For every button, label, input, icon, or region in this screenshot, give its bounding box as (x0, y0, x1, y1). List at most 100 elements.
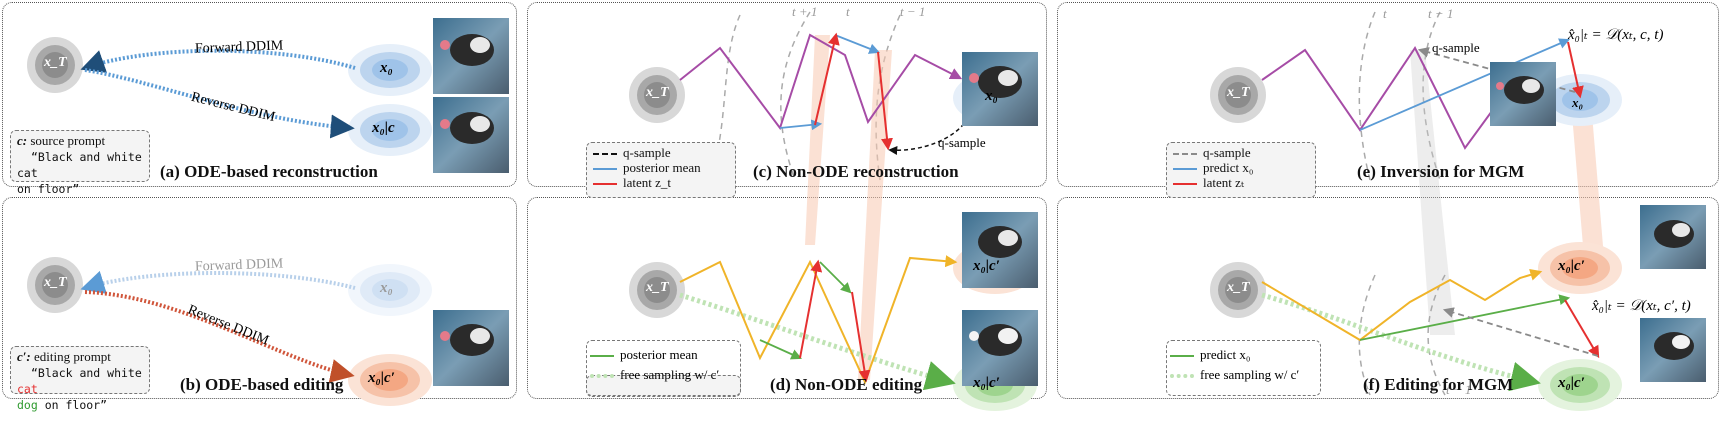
caption-d: (d) Non-ODE editing (770, 375, 923, 394)
latent-arrow-c-2 (877, 51, 893, 151)
node-label-x0c-b: x₀|c′ (368, 370, 395, 386)
qsample-label-c: q-sample (938, 135, 986, 150)
photo-d-bottom (962, 310, 1038, 386)
node-label-xT-e: x_T (1227, 85, 1250, 100)
trajectory-orange-f (1261, 269, 1543, 342)
timestep-line-t-minus-1-f (1427, 274, 1446, 396)
legend-b-prompt-2a: dog (17, 398, 38, 412)
reverse-ddim-arrow-b (84, 290, 355, 383)
qsample-label-e: q-sample (1432, 40, 1480, 55)
link-band-c-d-1 (805, 35, 830, 245)
timestep-label-t-f: t (1365, 382, 1369, 397)
posterior-mean-arrow-d-2 (819, 261, 852, 294)
timestep-label-t-plus-1-c: t + 1 (792, 4, 818, 19)
formula-e: x̂₀|ₜ = 𝒟(xₜ, c, t) (1568, 27, 1664, 43)
caption-c: (c) Non-ODE reconstruction (753, 162, 959, 181)
timestep-line-t-e (1358, 11, 1376, 181)
panel-b-graphics (27, 257, 432, 406)
node-label-xT-d: x_T (646, 280, 669, 295)
photo-b (433, 310, 509, 386)
posterior-mean-arrow-c-1 (779, 119, 823, 131)
legend-e-item-predict: predict x₀ (1173, 160, 1309, 175)
node-label-xT-f: x_T (1227, 280, 1250, 295)
legend-d-item-posterior-mean: posterior mean (590, 346, 698, 364)
legend-d-item-free-sampling: free sampling w/ c′ (590, 366, 719, 384)
legend-f-item-free-sampling: free sampling w/ c′ (1170, 366, 1299, 384)
forward-ddim-arrow-b (80, 270, 356, 294)
legend-b-prompt-1a: “Black and white (31, 366, 142, 380)
photo-thumbnails (433, 18, 1706, 386)
node-label-x0c-a: x₀|c (372, 120, 395, 136)
node-label-x0c-orange-d: x₀|c′ (973, 258, 1000, 274)
legend-c-item-qsample: q-sample (593, 145, 729, 160)
panel-f-graphics (1210, 242, 1622, 411)
forward-ddim-arrow-a (80, 48, 356, 73)
legend-e-item-latent: latent zₜ (1173, 175, 1309, 190)
node-label-xT-b: x_T (44, 275, 67, 290)
posterior-mean-arrow-c-2 (834, 34, 881, 54)
legend-a-title: source prompt (30, 133, 106, 148)
photo-f-bottom (1640, 318, 1706, 382)
caption-b: (b) ODE-based editing (180, 375, 344, 394)
caption-e: (e) Inversion for MGM (1357, 162, 1525, 181)
legend-a-sym: c: (17, 133, 28, 148)
qsample-arrow-f (1442, 307, 1599, 357)
legend-e: q-sample predict x₀ latent zₜ (1166, 142, 1316, 198)
node-label-xT-c: x_T (646, 85, 669, 100)
panel-e-graphics (1210, 11, 1622, 335)
legend-b-prompt-2b: on floor” (37, 398, 108, 412)
node-label-x0c-orange-f: x₀|c′ (1558, 258, 1585, 274)
timestep-label-t-e: t (1383, 6, 1387, 21)
caption-a: (a) ODE-based reconstruction (160, 162, 378, 181)
panel-a-graphics (27, 37, 432, 156)
node-label-x0-e: x₀ (1572, 95, 1584, 110)
posterior-mean-arrow-d-1 (759, 339, 802, 360)
formula-f: x̂₀|ₜ = 𝒟(xₜ, c′, t) (1592, 298, 1691, 314)
legend-b-sym: c′: (17, 349, 31, 364)
photo-a-top (433, 18, 509, 94)
photo-f-top (1640, 205, 1706, 269)
timestep-label-t-minus-1-c: t − 1 (900, 4, 926, 19)
legend-c-item-posterior: posterior mean (593, 160, 729, 175)
timestep-line-t-minus-1-e (1422, 11, 1441, 181)
legend-c: q-sample posterior mean latent z_t (586, 142, 736, 198)
legend-f-item-predict: predict x₀ (1170, 346, 1250, 364)
forward-ddim-label-b: Forward DDIM (194, 256, 284, 275)
legend-b-title: editing prompt (34, 349, 111, 364)
legend-c-item-latent: latent z_t (593, 175, 729, 190)
photo-c (962, 52, 1038, 126)
timestep-label-t-minus-1-e: t − 1 (1428, 6, 1454, 21)
legend-f-box (1166, 340, 1321, 396)
legend-e-item-qsample: q-sample (1173, 145, 1309, 160)
latent-arrow-f (1564, 299, 1600, 359)
trajectory-purple-c (679, 33, 963, 131)
panel-d (527, 197, 1047, 399)
panel-f (1057, 197, 1719, 399)
legend-a-prompt-1: “Black and white cat (17, 150, 142, 180)
timestep-label-t-minus-1-f: t − 1 (1446, 382, 1472, 397)
legend-b: c′: editing prompt “Black and white cat … (10, 346, 150, 412)
timestep-label-t-c: t (846, 4, 850, 19)
photo-a-bottom (433, 97, 509, 173)
legend-b-prompt-1b: cat (17, 382, 38, 396)
link-band-e-f-gray (1410, 50, 1455, 335)
timestep-line-t-c (780, 11, 811, 181)
legend-a: c: source prompt “Black and white cat on… (10, 130, 150, 196)
caption-f: (f) Editing for MGM (1363, 375, 1514, 394)
node-label-x0c-green-f: x₀|c′ (1558, 375, 1585, 391)
legend-d-frame (586, 340, 741, 396)
link-band-c-d-2 (858, 50, 892, 380)
latent-arrow-c-1 (814, 32, 840, 126)
latent-arrow-d-2 (851, 291, 871, 383)
node-label-x0-a: x₀ (380, 60, 393, 76)
predict-x0-arrow-f (1359, 294, 1571, 341)
node-label-x0-c: x₀ (985, 88, 998, 104)
photo-e (1490, 62, 1556, 126)
link-band-e-f-orange (1570, 90, 1605, 270)
latent-arrow-e (1567, 41, 1584, 99)
node-label-x0-b: x₀ (380, 280, 393, 296)
trajectory-orange-d (679, 255, 958, 385)
legend-a-prompt-2: on floor” (17, 182, 80, 196)
predict-x0-arrow-e (1359, 38, 1570, 131)
